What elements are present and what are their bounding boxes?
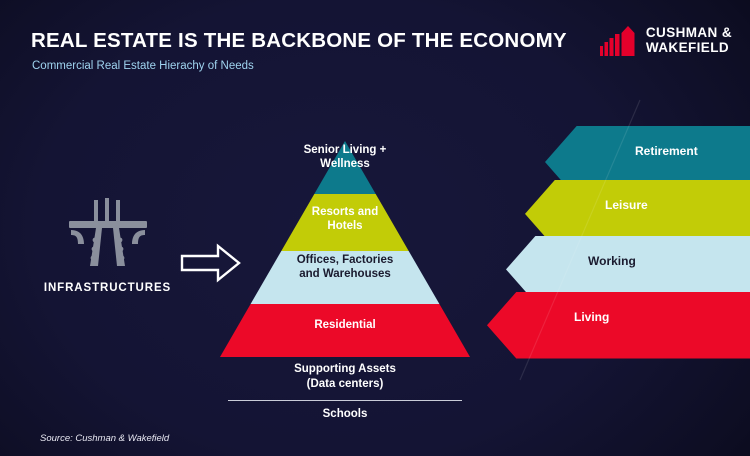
banner-leisure-label: Leisure — [605, 198, 648, 212]
supporting-divider — [228, 399, 462, 401]
pyramid-diagram: Senior Living + Wellness Resorts and Hot… — [220, 141, 470, 357]
banner-working-label: Working — [588, 254, 636, 268]
supporting-assets-line-1: Supporting Assets — [294, 363, 396, 375]
infrastructure-block: INFRASTRUCTURES — [40, 196, 175, 294]
infrastructure-label: INFRASTRUCTURES — [43, 282, 172, 294]
cushman-wakefield-mark-icon — [599, 26, 635, 56]
banner-working[interactable]: Working — [506, 236, 750, 303]
logo-line-1: CUSHMAN & — [645, 25, 732, 41]
pyramid-tier-2 — [281, 194, 409, 251]
page-subtitle: Commercial Real Estate Hierachy of Needs — [32, 60, 254, 72]
pyramid-tier-1 — [314, 141, 376, 194]
logo-line-2: WAKEFIELD — [645, 40, 729, 55]
banner-retirement-label: Retirement — [635, 144, 698, 158]
banner-retirement[interactable]: Retirement — [545, 126, 750, 198]
pyramid-shape — [220, 141, 470, 357]
supporting-assets-text: Supporting Assets (Data centers) — [220, 362, 470, 392]
banner-living[interactable]: Living — [487, 292, 750, 359]
supporting-assets-line-2: (Data centers) — [306, 377, 384, 390]
supporting-assets-block: Supporting Assets (Data centers) Schools — [220, 362, 470, 420]
banner-leisure[interactable]: Leisure — [525, 180, 750, 248]
pyramid-tier-3 — [250, 251, 440, 304]
banner-living-label: Living — [574, 310, 610, 324]
schools-label: Schools — [322, 407, 368, 420]
needs-banner-group: Retirement Leisure Working Living — [487, 126, 750, 359]
highway-overpass-icon — [68, 198, 147, 266]
banner-leisure-shape — [525, 180, 750, 248]
banner-working-shape — [506, 236, 750, 303]
logo-wordmark: CUSHMAN & WAKEFIELD — [646, 26, 732, 55]
page-title: REAL ESTATE IS THE BACKBONE OF THE ECONO… — [31, 29, 567, 52]
banner-retirement-shape — [545, 126, 750, 198]
source-caption: Source: Cushman & Wakefield — [40, 433, 170, 444]
pyramid-tier-4 — [220, 304, 470, 357]
right-arrow-icon — [180, 243, 241, 283]
brand-logo: CUSHMAN & WAKEFIELD — [599, 26, 732, 56]
banner-living-shape — [487, 292, 750, 359]
